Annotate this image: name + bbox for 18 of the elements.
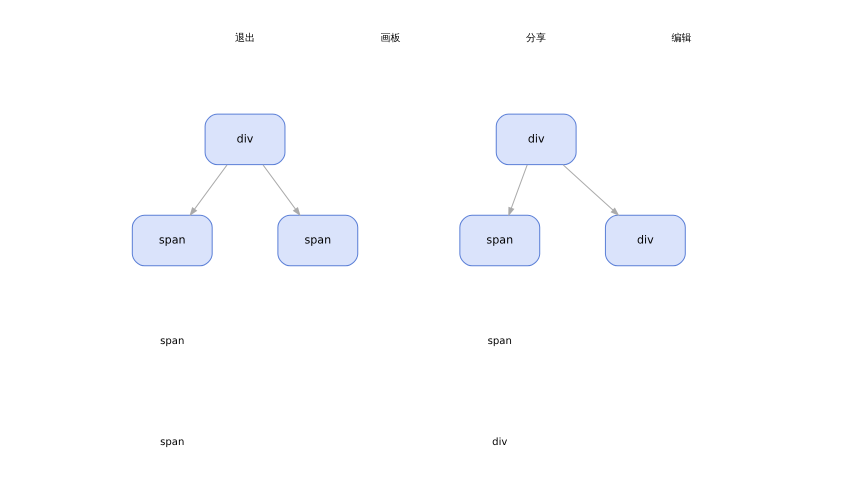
- arrow: [508, 164, 528, 216]
- node-box: div: [204, 113, 286, 165]
- label: span: [488, 336, 512, 347]
- node-box: span: [459, 214, 540, 266]
- node-box: span: [132, 214, 213, 266]
- arrow: [262, 164, 301, 216]
- label: div: [492, 436, 508, 448]
- node-box: span: [277, 214, 358, 266]
- arrow: [189, 164, 228, 216]
- label: 画板: [380, 32, 401, 44]
- label: 退出: [235, 32, 256, 44]
- label: 分享: [526, 32, 546, 44]
- node-box: div: [604, 214, 686, 266]
- arrow: [562, 164, 620, 216]
- node-box: div: [496, 113, 577, 165]
- label: span: [160, 336, 184, 347]
- label: span: [160, 436, 184, 448]
- label: 编辑: [672, 32, 692, 44]
